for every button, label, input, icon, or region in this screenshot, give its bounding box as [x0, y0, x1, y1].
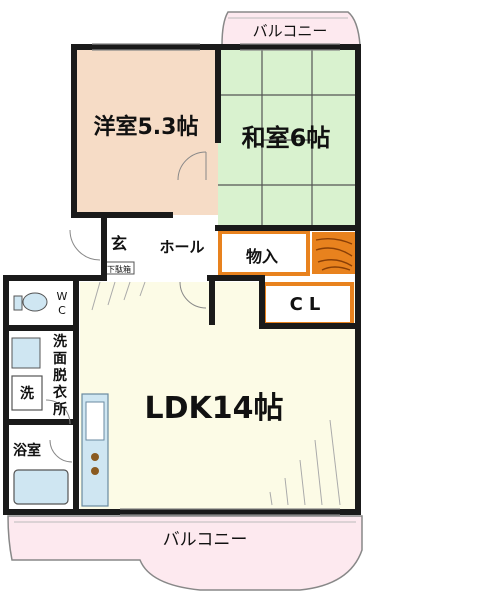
- western-room-label: 洋室5.3帖: [94, 114, 199, 140]
- storage-box: [218, 230, 310, 276]
- bathtub: [13, 469, 69, 505]
- hall-floor: [134, 215, 218, 280]
- closet-label: CL: [290, 294, 327, 315]
- japanese-room-floor: [218, 47, 358, 229]
- stove-burner: [91, 467, 99, 475]
- door-swings: [45, 151, 207, 463]
- top-balcony-label: バルコニー: [253, 22, 328, 40]
- bath-label: 浴室: [13, 442, 41, 459]
- washer-space: [11, 375, 43, 411]
- bottom-balcony-label: バルコニー: [163, 530, 248, 550]
- window-marks: [92, 43, 340, 516]
- stove-burner: [91, 453, 99, 461]
- wash-basin: [11, 337, 41, 369]
- toilet-tank: [13, 295, 23, 311]
- japanese-room-label: 和室6帖: [242, 124, 331, 152]
- toilet-bowl: [22, 292, 48, 312]
- hall-label: ホール: [159, 238, 204, 256]
- bottom-balcony: [7, 515, 363, 591]
- entrance-label: 玄: [111, 234, 127, 253]
- western-room-floor: [74, 47, 218, 215]
- washroom-label: 洗面脱衣所: [53, 333, 68, 418]
- entrance-area: [104, 222, 134, 260]
- ldk-hatch: [91, 281, 341, 506]
- storage-label: 物入: [246, 247, 278, 266]
- washer-label: 洗: [20, 385, 34, 402]
- wood-grain: [315, 237, 353, 271]
- kitchen-sink: [85, 401, 105, 441]
- walls: [3, 44, 361, 515]
- tatami-lines: [218, 47, 358, 229]
- ldk-label: LDK14帖: [144, 391, 283, 426]
- shoe-box-label: 下駄箱: [107, 264, 131, 274]
